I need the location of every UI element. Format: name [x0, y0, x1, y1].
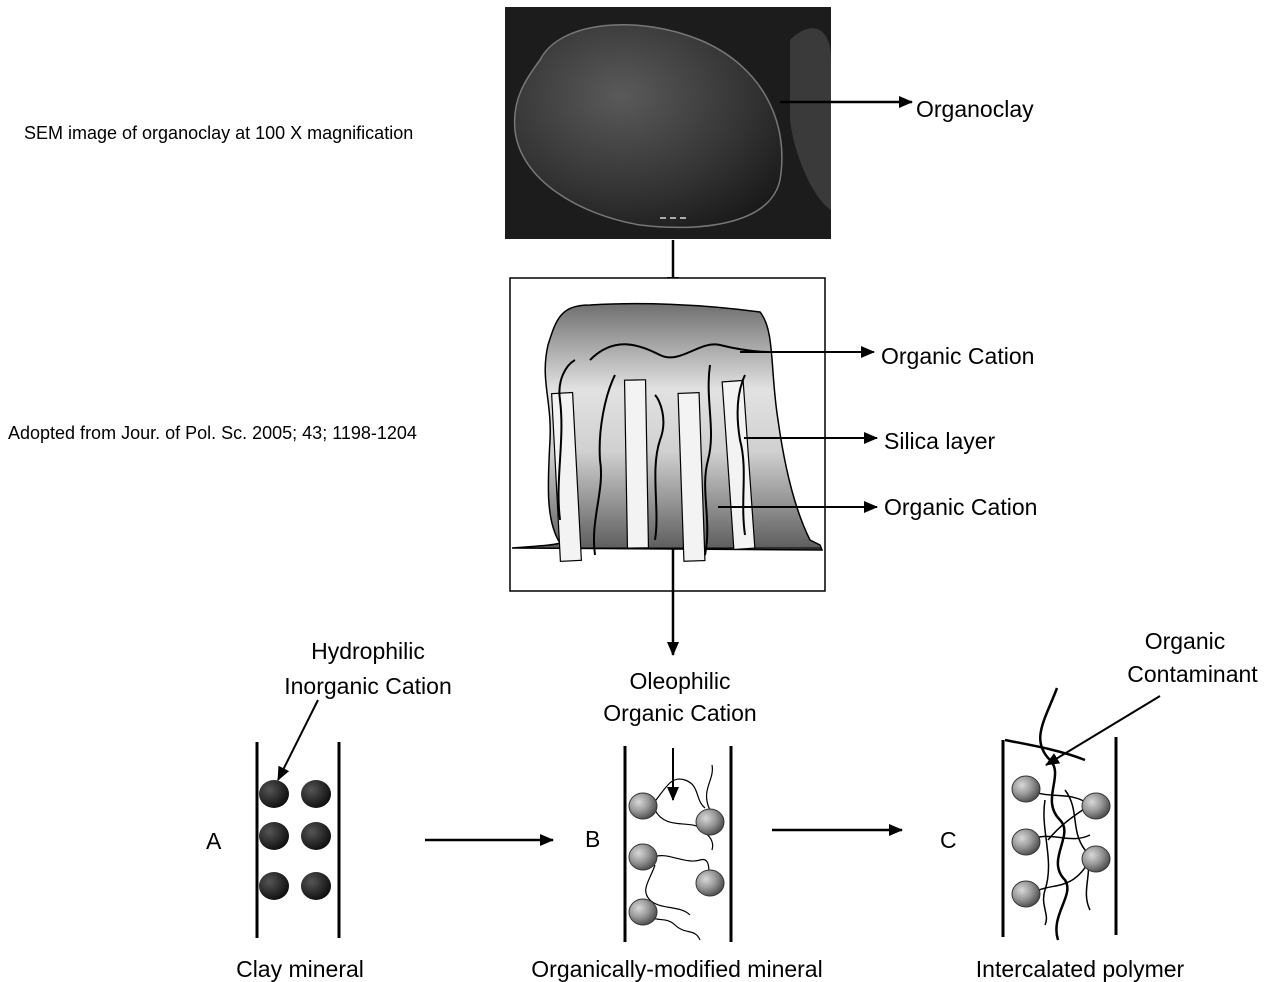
panel-b-annotation-line1: Oleophilic	[600, 668, 760, 694]
organic-cation-bottom-label: Organic Cation	[884, 494, 1037, 520]
organoclay-label: Organoclay	[916, 96, 1034, 122]
panel-c-annotation-line2: Contaminant	[1110, 661, 1275, 687]
panel-c-caption: Intercalated polymer	[955, 956, 1205, 982]
sem-caption: SEM image of organoclay at 100 X magnifi…	[24, 123, 413, 144]
panel-b-annotation-line2: Organic Cation	[580, 700, 780, 726]
organoclay-schematic	[510, 278, 825, 591]
panel-a-annotation-line1: Hydrophilic	[288, 638, 448, 664]
organic-contaminant-arrow	[1046, 696, 1160, 765]
panel-c-letter: C	[940, 827, 957, 853]
silica-layer-label: Silica layer	[884, 428, 995, 454]
panel-b-organically-modified-mineral	[625, 746, 731, 942]
panel-a-caption: Clay mineral	[200, 956, 400, 982]
sem-image	[505, 7, 831, 239]
panel-a-annotation-line2: Inorganic Cation	[268, 673, 468, 699]
organic-cation-top-label: Organic Cation	[881, 343, 1034, 369]
schematic-source-caption: Adopted from Jour. of Pol. Sc. 2005; 43;…	[8, 423, 417, 444]
panel-a-clay-mineral	[257, 742, 339, 938]
panel-c-intercalated-polymer	[1003, 688, 1116, 940]
panel-c-annotation-line1: Organic	[1130, 628, 1240, 654]
panel-a-letter: A	[206, 828, 221, 854]
panel-b-letter: B	[585, 826, 600, 852]
hydrophilic-cation-arrow	[278, 700, 318, 780]
panel-b-caption: Organically-modified mineral	[497, 956, 857, 982]
